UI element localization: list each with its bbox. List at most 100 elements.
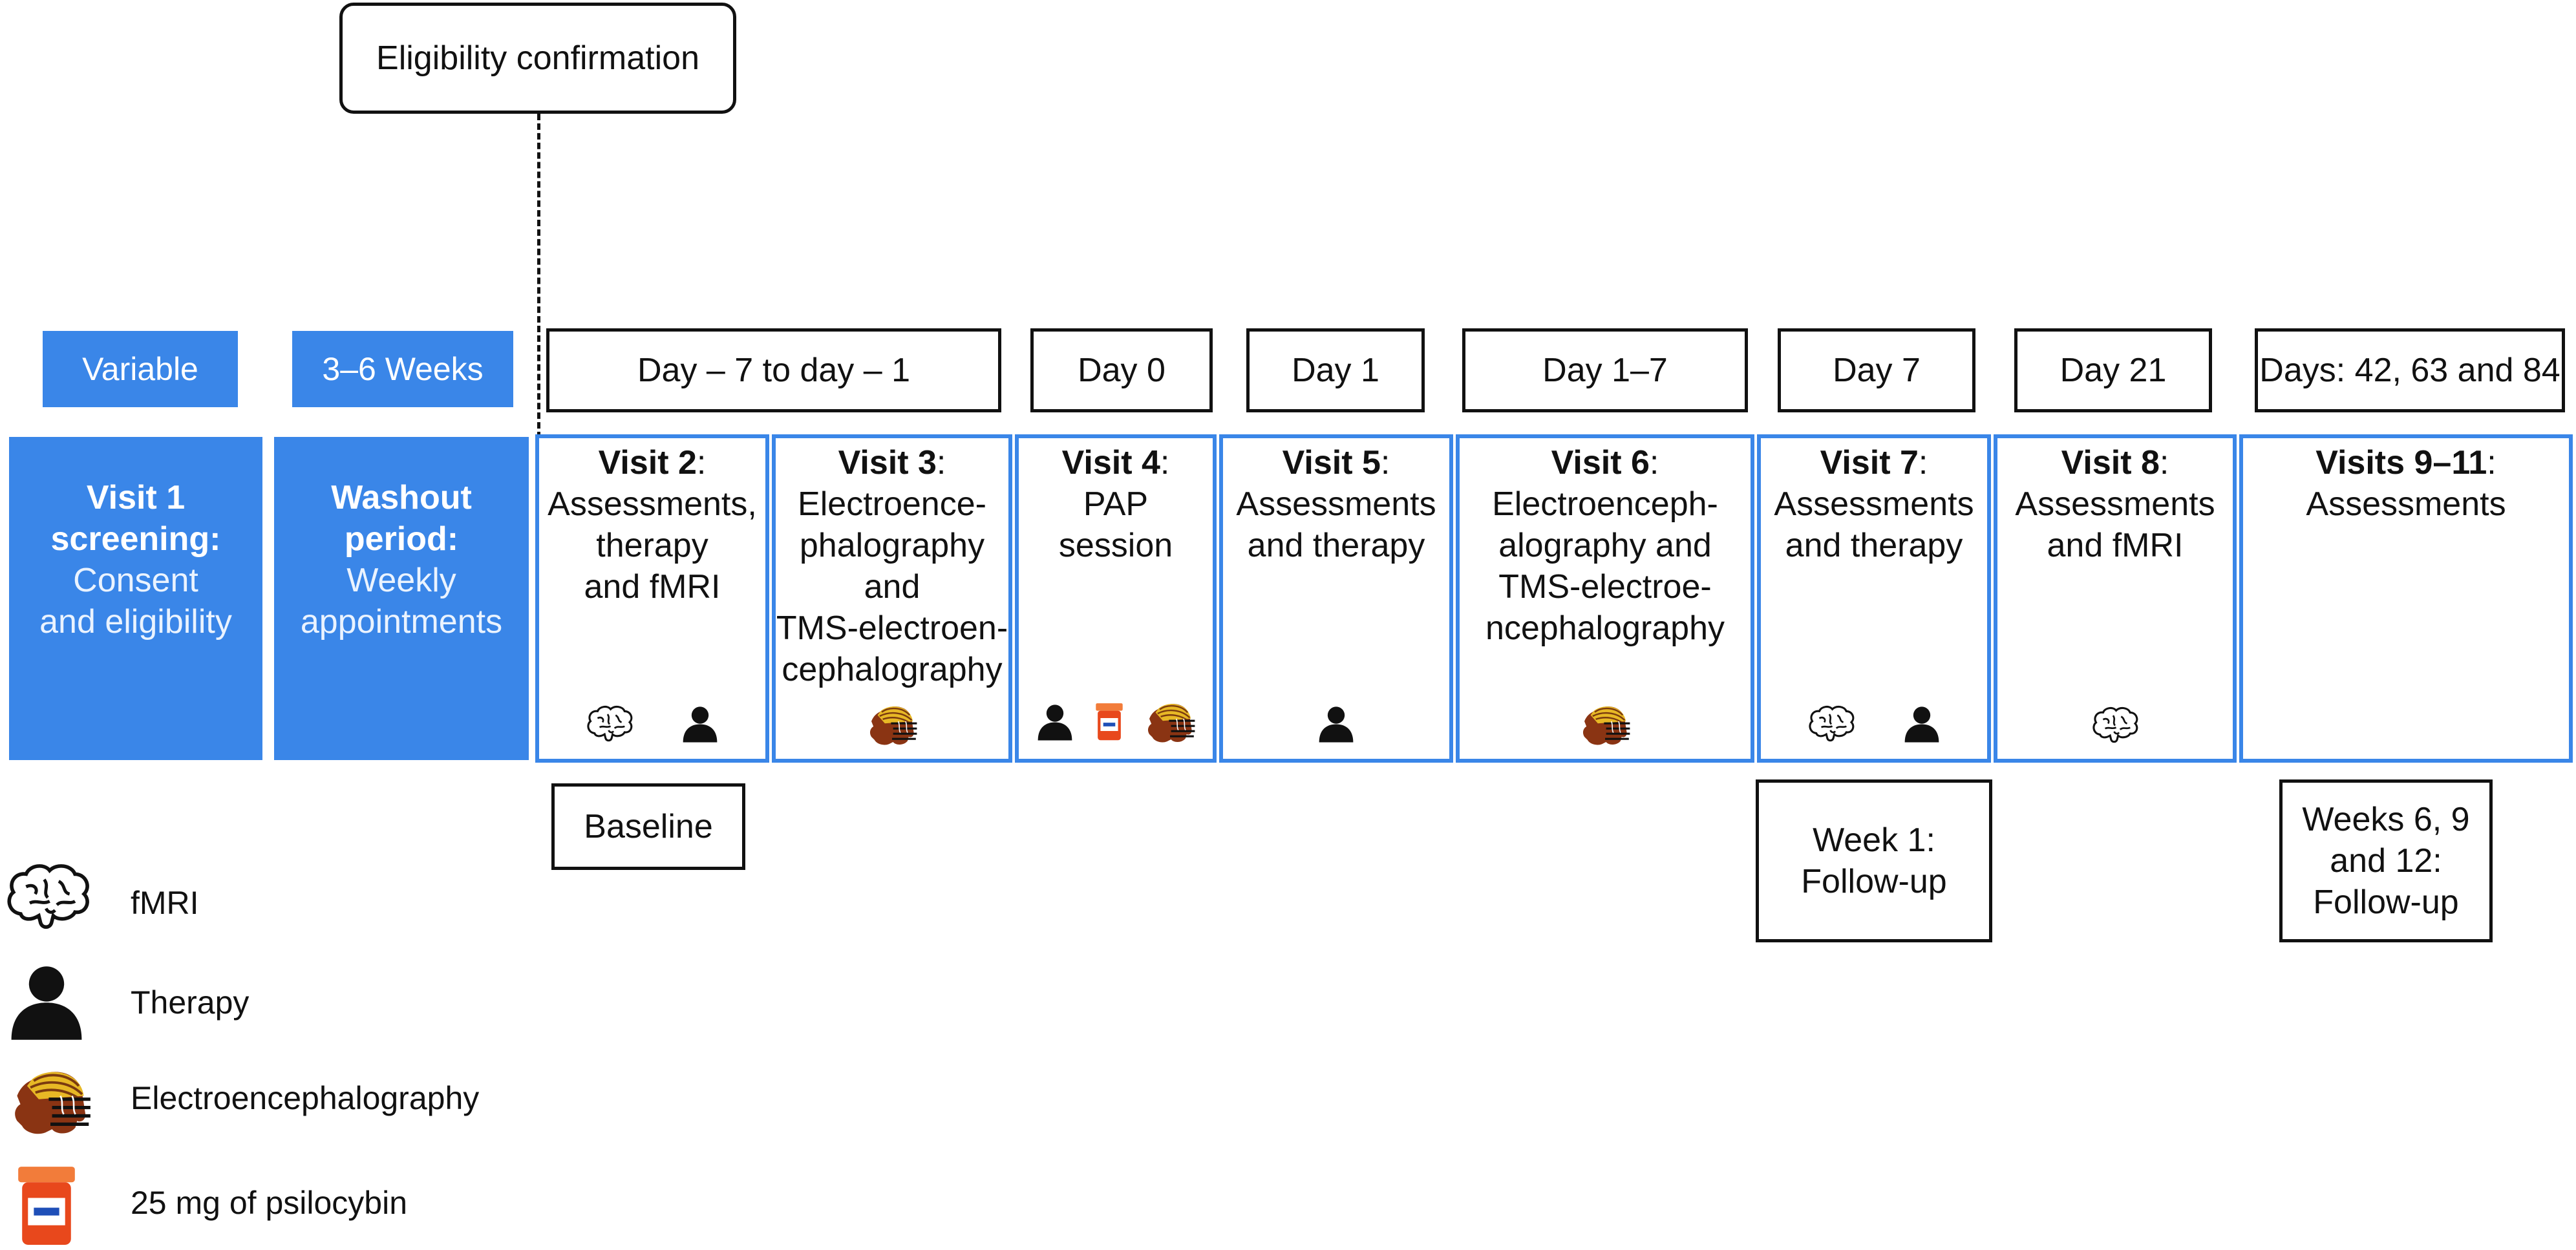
eligibility-dashed-line: [537, 114, 540, 438]
visit-2-box: Visit 2: Assessments, therapy and fMRI: [535, 434, 769, 763]
brain-icon: [2090, 704, 2140, 745]
followup-line: Follow-up: [1801, 863, 1947, 900]
visit-line: Electroenceph-: [1492, 485, 1718, 523]
visits-9-11-box: Visits 9–11: Assessments: [2239, 434, 2573, 763]
timeline-label: Day 1–7: [1542, 352, 1668, 389]
timeline-label: Day 21: [2060, 352, 2167, 389]
visit-6-box: Visit 6: Electroenceph- alography and TM…: [1456, 434, 1754, 763]
eeg-head-icon: [866, 701, 919, 747]
person-icon: [1035, 700, 1075, 743]
visit-title: Visit 7: [1820, 444, 1919, 482]
visit-7-box: Visit 7: Assessments and therapy: [1757, 434, 1991, 763]
followup-line: Follow-up: [2313, 884, 2459, 921]
visit-title: Visit 3: [838, 444, 937, 482]
visit-title: Visit 8: [2061, 444, 2160, 482]
legend-label: fMRI: [131, 885, 199, 921]
baseline-box: Baseline: [551, 783, 745, 870]
visit-4-box: Visit 4: PAP session: [1015, 434, 1217, 763]
visit-line: and therapy: [1247, 527, 1425, 564]
eeg-head-icon: [1144, 698, 1197, 745]
visit-colon: :: [2487, 444, 2496, 482]
visit-colon: :: [696, 444, 707, 482]
legend-item-psilocybin: 25 mg of psilocybin: [0, 1157, 582, 1250]
visit-line: PAP: [1083, 485, 1149, 523]
person-icon: [680, 702, 720, 745]
visit-title: Visit 5: [1282, 444, 1381, 482]
followup-line: Week 1:: [1813, 821, 1935, 859]
eligibility-confirmation-box: Eligibility confirmation: [339, 3, 736, 114]
pill-bottle-icon: [12, 1161, 81, 1249]
visit-3-box: Visit 3: Electroence- phalography and TM…: [772, 434, 1012, 763]
timeline-day-7: Day 7: [1778, 328, 1975, 412]
weeks-followup-box: Weeks 6, 9 and 12: Follow-up: [2279, 779, 2493, 942]
visit-line: therapy: [596, 527, 708, 564]
timeline-day-1-7: Day 1–7: [1462, 328, 1748, 412]
visit-title: Washout: [331, 479, 472, 516]
timeline-day-1: Day 1: [1246, 328, 1425, 412]
eligibility-label: Eligibility confirmation: [376, 39, 699, 77]
timeline-3-6-weeks: 3–6 Weeks: [292, 331, 513, 407]
visit-colon: :: [1160, 444, 1170, 482]
visit-line: ncephalography: [1485, 609, 1725, 647]
legend-item-therapy: Therapy: [0, 957, 582, 1047]
timeline-label: Day 0: [1078, 352, 1166, 389]
visit-colon: :: [2159, 444, 2169, 482]
eeg-head-icon: [5, 1063, 96, 1138]
followup-line: and 12:: [2330, 842, 2442, 880]
legend-item-fmri: fMRI: [0, 853, 582, 944]
visit-line: and fMRI: [584, 568, 721, 606]
visit-line: alography and: [1498, 527, 1712, 564]
visit-title: Visit 6: [1551, 444, 1650, 482]
brain-icon: [1806, 703, 1857, 743]
visit-line: and therapy: [1785, 527, 1963, 564]
timeline-day-minus7: Day – 7 to day – 1: [546, 328, 1001, 412]
visit-colon: :: [1649, 444, 1659, 482]
legend-label: 25 mg of psilocybin: [131, 1185, 408, 1221]
visit-subline: Weekly: [346, 562, 456, 599]
visit-subline: Consent: [73, 562, 198, 599]
legend-label: Electroencephalography: [131, 1080, 480, 1116]
visit-line: Assessments: [2015, 485, 2215, 523]
timeline-days-42-63-84: Days: 42, 63 and 84: [2255, 328, 2565, 412]
person-icon: [5, 955, 88, 1046]
visit-line: phalography: [799, 527, 985, 564]
visit-line: cephalography: [782, 651, 1003, 688]
person-icon: [1902, 702, 1942, 745]
visit-line: period:: [344, 520, 459, 558]
timeline-variable: Variable: [43, 331, 238, 407]
visit-colon: :: [1918, 444, 1928, 482]
visit-line: TMS-electroe-: [1498, 568, 1712, 606]
visit-line: Assessments: [2306, 485, 2506, 523]
visit-line: Assessments: [1236, 485, 1436, 523]
timeline-label: Day 7: [1833, 352, 1921, 389]
visit-5-box: Visit 5: Assessments and therapy: [1219, 434, 1453, 763]
visit-colon: :: [936, 444, 946, 482]
timeline-day-0: Day 0: [1030, 328, 1213, 412]
visit-colon: :: [1380, 444, 1390, 482]
visit-line: screening:: [50, 520, 221, 558]
visit-title: Visit 1: [86, 479, 186, 516]
legend: fMRI Therapy Electroencephalography 25 m…: [0, 853, 582, 1250]
legend-item-eeg: Electroencephalography: [0, 1060, 582, 1150]
visit-line: Assessments,: [548, 485, 757, 523]
visit-line: and: [864, 568, 921, 606]
week1-followup-box: Week 1: Follow-up: [1756, 779, 1992, 942]
eeg-head-icon: [1579, 701, 1632, 747]
brain-icon: [584, 703, 635, 743]
followup-line: Weeks 6, 9: [2302, 801, 2470, 838]
timeline-label: Day 1: [1292, 352, 1379, 389]
visit-line: and fMRI: [2047, 527, 2184, 564]
visit-line: session: [1058, 527, 1173, 564]
visit-title: Visit 2: [598, 444, 697, 482]
visit-title: Visit 4: [1061, 444, 1160, 482]
visit-line: TMS-electroen-: [776, 609, 1008, 647]
washout-box: Washout period: Weekly appointments: [274, 437, 529, 760]
timeline-label: Day – 7 to day – 1: [637, 352, 911, 389]
brain-icon: [3, 857, 93, 935]
visit-8-box: Visit 8: Assessments and fMRI: [1994, 434, 2237, 763]
timeline-label: Variable: [82, 351, 198, 387]
timeline-label: Days: 42, 63 and 84: [2259, 352, 2560, 389]
visit-subline: appointments: [300, 603, 503, 641]
timeline-label: 3–6 Weeks: [322, 351, 484, 387]
visit-title: Visits 9–11: [2315, 444, 2487, 482]
